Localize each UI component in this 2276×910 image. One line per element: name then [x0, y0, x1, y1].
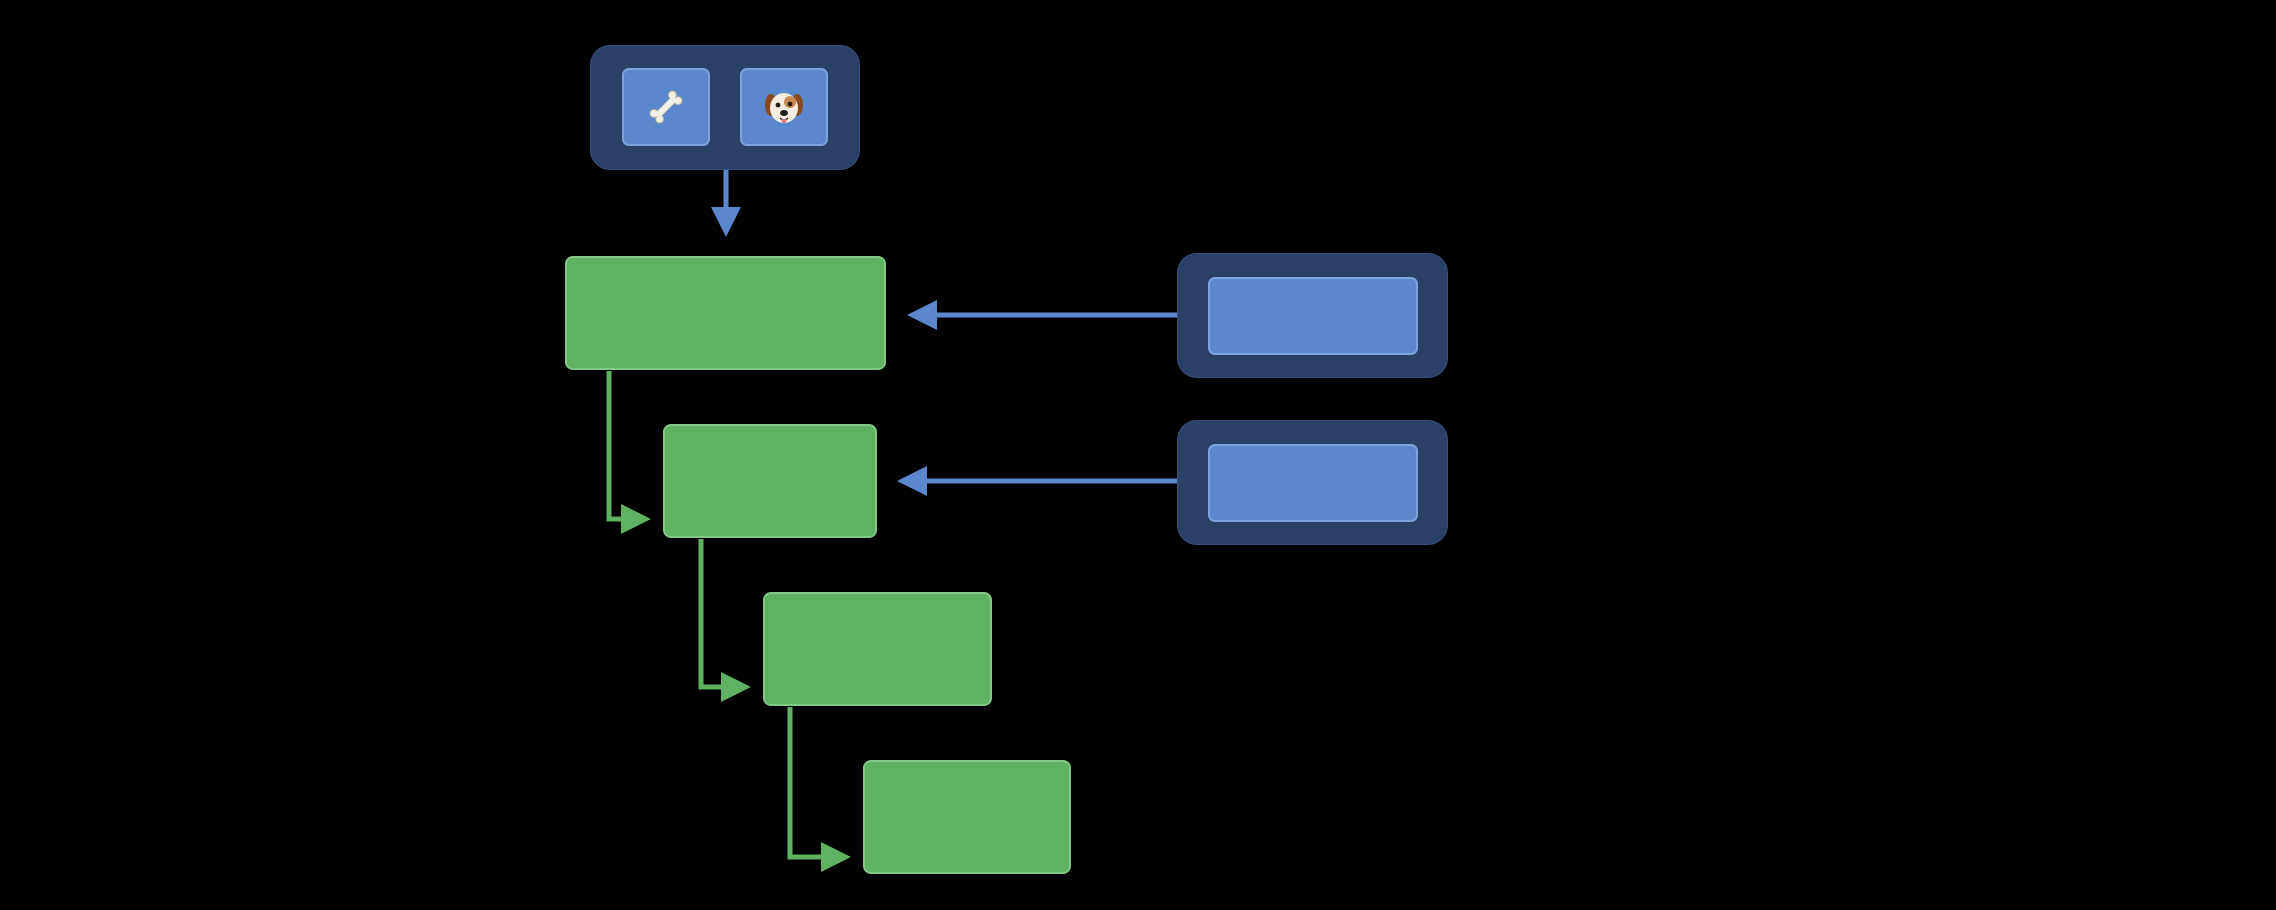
bone-tile: [622, 68, 710, 146]
arrow-node-2-to-node-3: [698, 539, 751, 702]
bone-icon: [649, 90, 683, 124]
arrow-node-3-to-node-4: [787, 707, 851, 872]
input-box-2: [1208, 444, 1418, 522]
dog-tile: [740, 68, 828, 146]
arrow-node-1-to-node-2: [606, 371, 651, 534]
dog-face-icon: [765, 93, 803, 123]
node-3: [763, 592, 992, 706]
node-2: [663, 424, 877, 538]
node-4: [863, 760, 1071, 874]
input-box-1: [1208, 277, 1418, 355]
node-1: [565, 256, 886, 370]
input-container-2: [1177, 420, 1448, 545]
input-container-1: [1177, 253, 1448, 378]
top-icon-container: [590, 45, 860, 170]
